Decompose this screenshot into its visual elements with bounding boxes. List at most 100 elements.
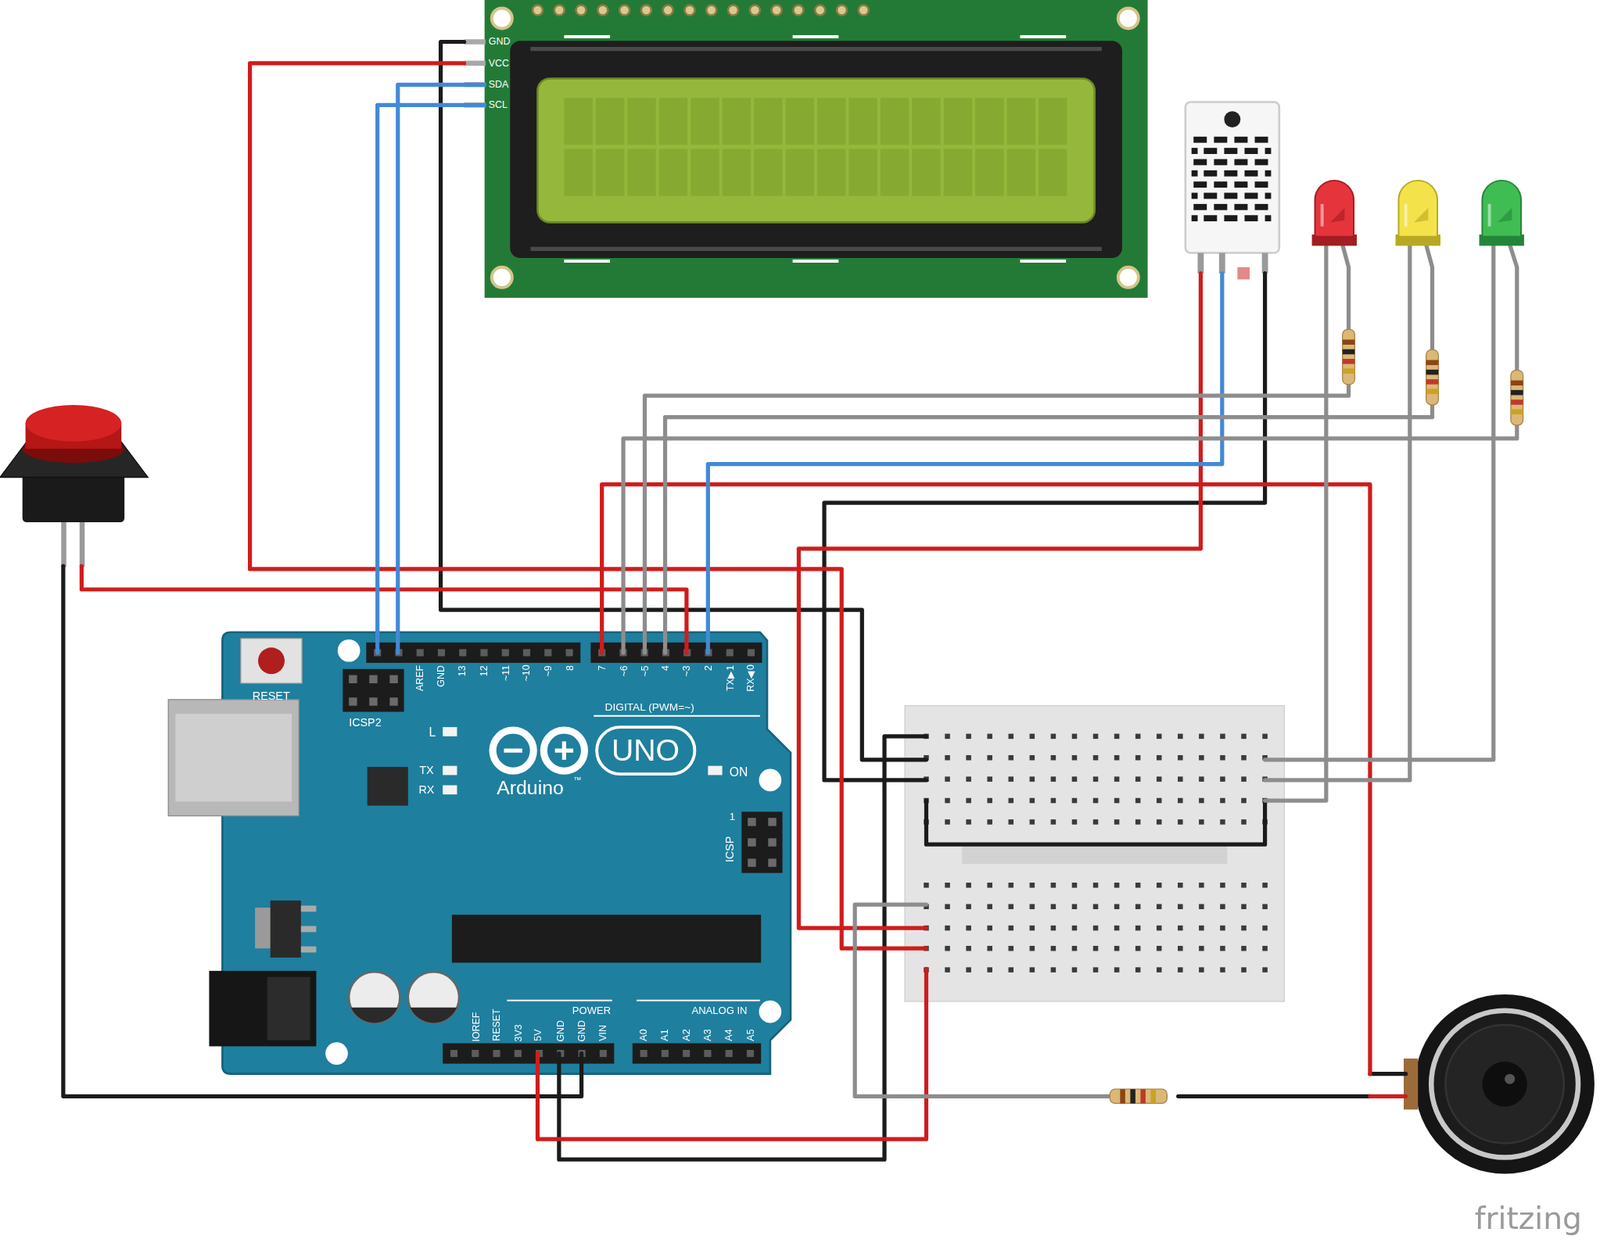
lcd-module-art: [1118, 267, 1139, 288]
speaker: [1403, 1058, 1418, 1110]
breadboard-hole: [986, 882, 993, 889]
sensor-grille: [1191, 147, 1199, 155]
wire: [707, 273, 1222, 653]
breadboard-hole: [1114, 755, 1120, 761]
speaker: [1414, 994, 1595, 1175]
arduino-uno-art: [301, 905, 317, 912]
arduino-uno-art: [222, 632, 791, 1075]
resistor-symbol: [1342, 349, 1356, 356]
board-label: GND: [435, 664, 446, 687]
wire: [81, 566, 687, 653]
arduino-uno-art: [208, 971, 316, 1048]
watermark: fritzing: [1474, 1202, 1583, 1235]
breadboard-hole: [1072, 882, 1078, 889]
header-hole: [684, 5, 695, 16]
header-pin: [480, 649, 488, 657]
lcd-cell: [722, 97, 752, 145]
lcd-cell: [817, 97, 847, 145]
sensor-grille: [1265, 215, 1272, 222]
pin-label: VCC: [488, 57, 510, 69]
sensor-grille: [1223, 147, 1238, 155]
breadboard-hole: [1114, 734, 1120, 740]
arduino-uno-art: [442, 1043, 614, 1065]
breadboard-hole: [1072, 755, 1078, 761]
lcd-cell: [817, 148, 847, 196]
sensor-grille: [1213, 204, 1227, 211]
resistor-symbol: [1510, 380, 1524, 387]
led: [1497, 208, 1512, 223]
breadboard-hole: [1114, 925, 1120, 932]
arduino-uno-art: [767, 858, 776, 867]
board-label: A4: [724, 1029, 735, 1041]
breadboard-hole: [1008, 819, 1014, 826]
pin-label: SCL: [488, 100, 508, 111]
header-pin: [747, 649, 755, 657]
sensor-grille: [1223, 215, 1238, 222]
breadboard-hole: [1008, 798, 1014, 804]
wire: [1342, 244, 1349, 332]
sensor-grille: [1191, 170, 1199, 177]
breadboard-hole: [1198, 925, 1205, 932]
breadboard-hole: [1072, 925, 1078, 932]
sensor-grille: [1203, 215, 1217, 222]
breadboard-hole: [1114, 967, 1120, 973]
header-pin: [471, 1050, 479, 1058]
resistor-symbol: [1140, 1089, 1146, 1104]
breadboard-hole: [965, 904, 972, 910]
board-label: ~11: [500, 664, 511, 681]
breadboard-hole: [986, 798, 993, 804]
arduino-uno-art: [767, 838, 776, 847]
wire: [375, 632, 380, 653]
breadboard-hole: [1072, 904, 1078, 910]
header-pin: [682, 1050, 690, 1058]
breadboard-hole: [1177, 755, 1184, 761]
resistor-symbol: [1510, 370, 1524, 426]
lcd-cell: [880, 97, 910, 145]
push-button: [60, 520, 67, 567]
speaker: [1481, 1061, 1527, 1107]
header-hole: [532, 5, 543, 16]
arduino-uno-art: [632, 1043, 761, 1065]
breadboard-hole: [965, 734, 972, 740]
lcd-module-art: [530, 247, 1102, 252]
header-pin: [514, 1050, 522, 1058]
breadboard-hole: [1177, 904, 1184, 910]
breadboard-hole: [944, 776, 951, 783]
lcd-cell: [943, 148, 973, 196]
wire: [1265, 244, 1494, 761]
speaker: [1431, 1011, 1579, 1159]
arduino-uno-art: [593, 715, 761, 718]
resistor-symbol: [1342, 339, 1356, 345]
board-label: RESET: [491, 1008, 503, 1041]
header-hole: [619, 5, 630, 16]
breadboard-hole: [1262, 882, 1268, 889]
breadboard-hole: [1114, 882, 1120, 889]
lcd-cell: [785, 97, 815, 145]
wire: [644, 382, 1349, 653]
lcd-module-art: [563, 259, 610, 263]
resistor-symbol: [1510, 390, 1524, 396]
breadboard-hole: [1156, 946, 1163, 952]
lcd-module-art: [1118, 7, 1139, 29]
breadboard-hole: [986, 755, 993, 761]
component-details: [373, 5, 1271, 1059]
header-hole: [554, 5, 565, 16]
lcd-module-art: [464, 0, 1148, 298]
breadboard-hole: [1008, 967, 1014, 973]
breadboard-hole: [1219, 755, 1226, 761]
breadboard-hole: [1241, 882, 1247, 889]
breadboard-hole: [1093, 776, 1099, 783]
arduino-uno-art: [351, 1008, 399, 1024]
sensor-grille: [1255, 181, 1269, 188]
breadboard-hole: [1262, 734, 1268, 740]
arduino-uno-art: [348, 697, 357, 706]
resistor-symbol: [1150, 1089, 1156, 1104]
breadboard-hole: [1072, 967, 1078, 973]
breadboard-hole: [1114, 819, 1120, 826]
breadboard-hole: [965, 946, 972, 952]
board-label: RESET: [252, 690, 291, 703]
breadboard-hole: [1135, 755, 1141, 761]
breadboard-hole: [1072, 734, 1078, 740]
breadboard-hole: [986, 967, 993, 973]
